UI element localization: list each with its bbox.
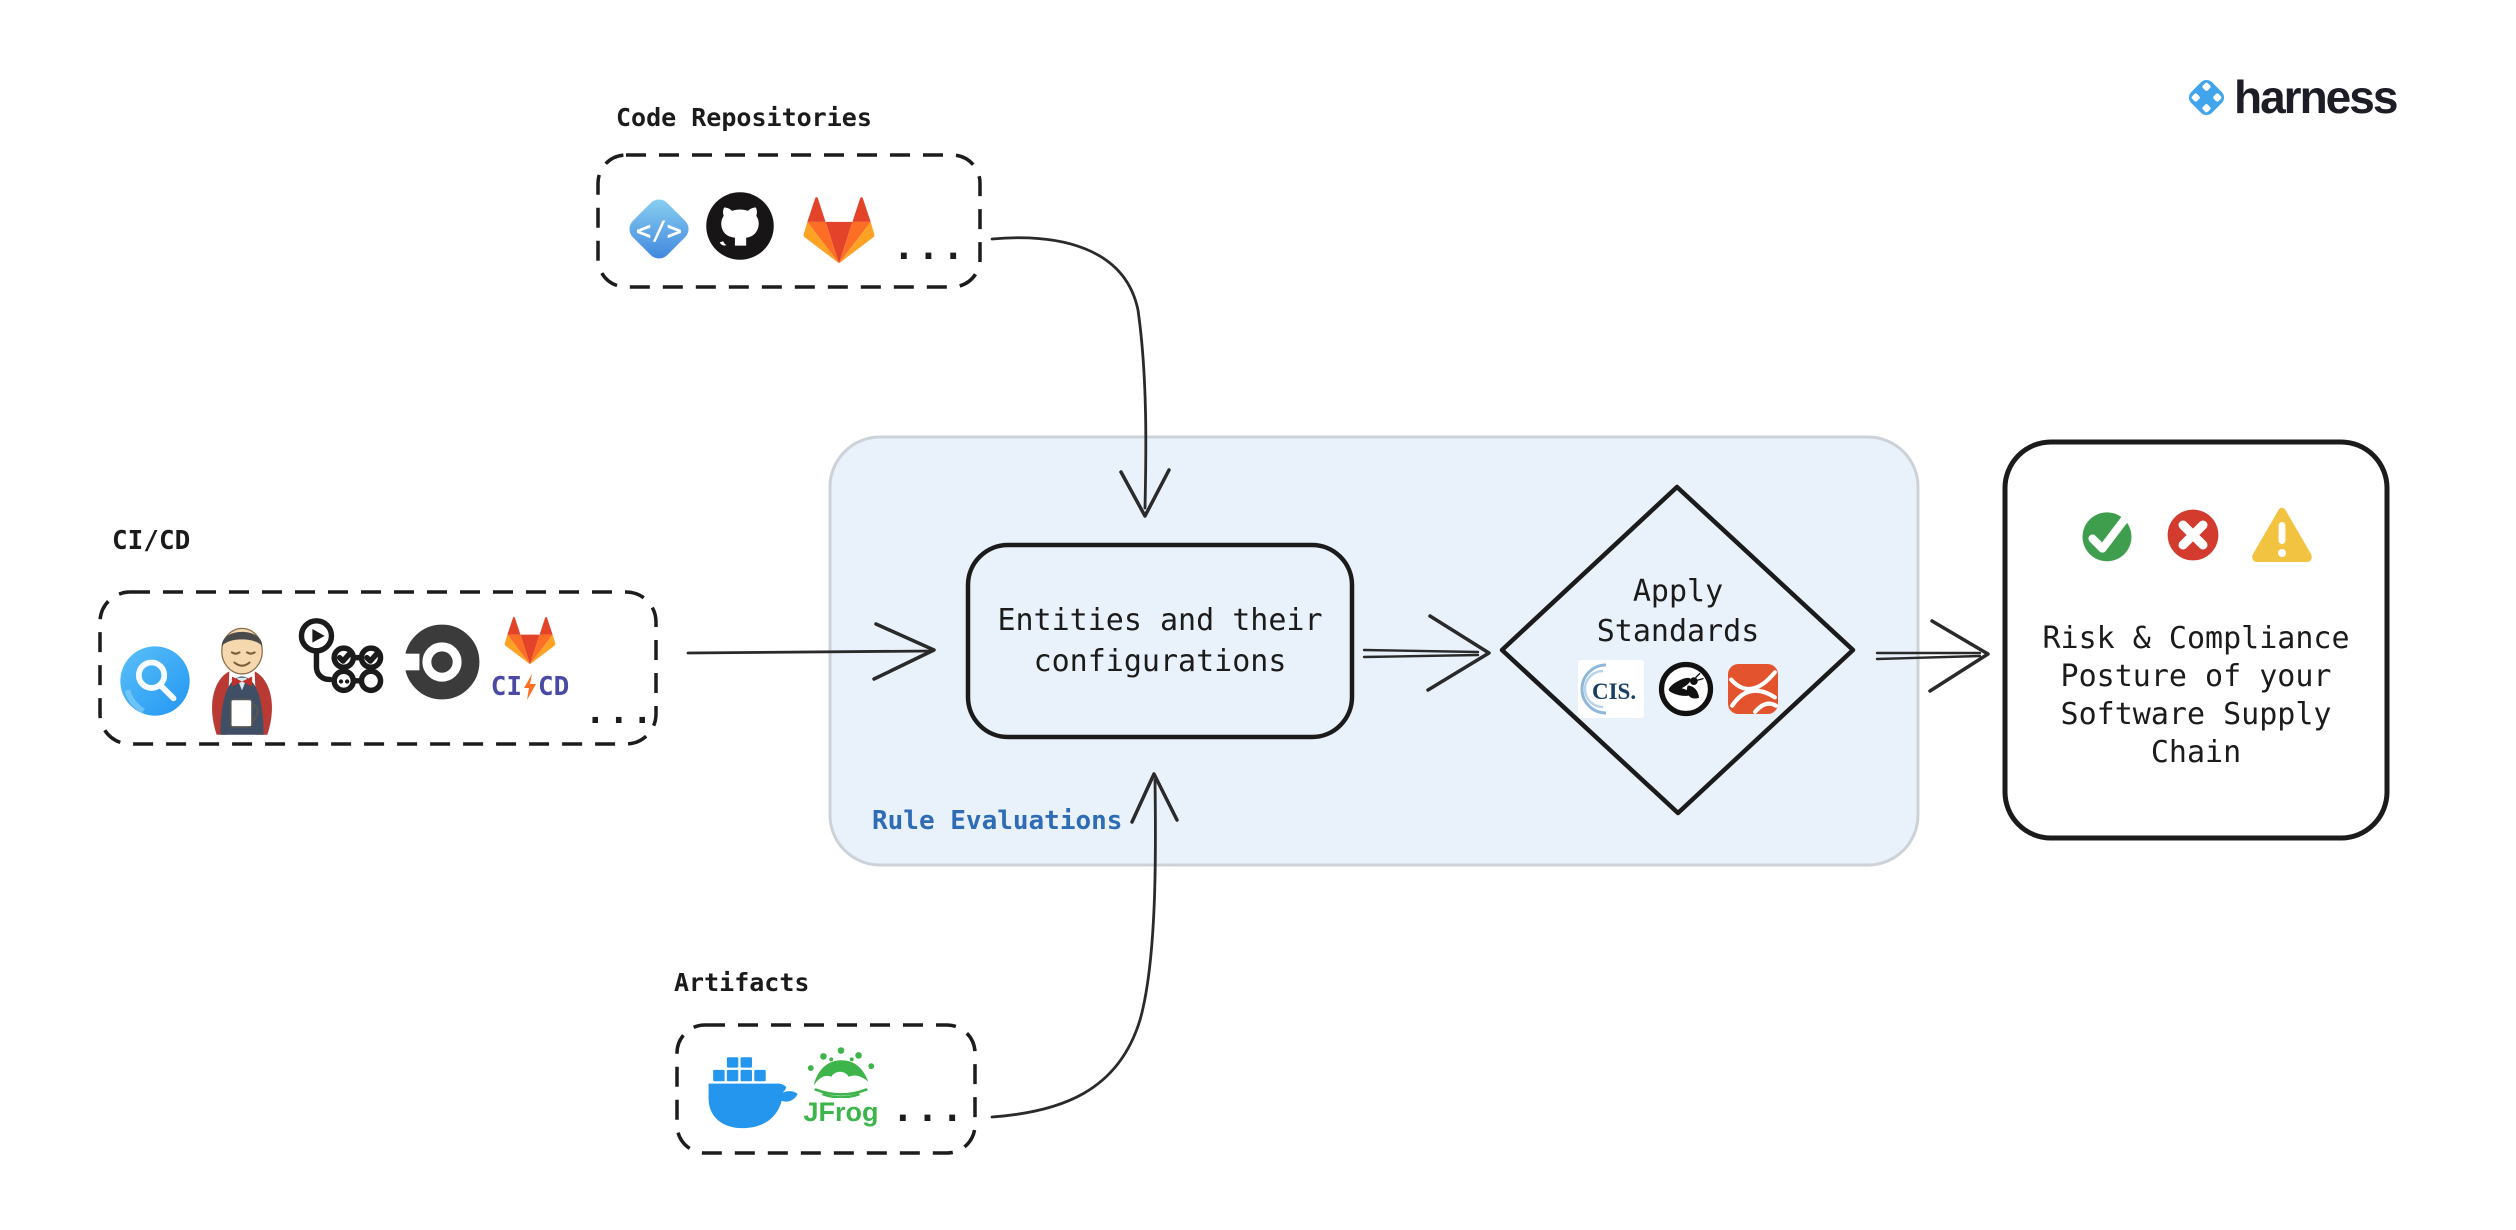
result-line1: Risk & Compliance [2042,621,2350,656]
brand-logo: harness [2183,71,2398,123]
cis-icon: CIS. [1578,660,1644,718]
result-line2: Posture of your [2060,659,2332,694]
harness-icon [2188,79,2225,115]
gitlab-cicd-icon: CI CD [486,612,574,702]
check-circle-icon [2082,512,2132,562]
artifacts-label: Artifacts [674,968,810,997]
entities-box [965,542,1355,740]
pipeline-workflow-icon [296,618,386,700]
harness-code-icon: </> [622,192,696,266]
arrow-entities-to-diamond [1362,614,1491,692]
apply-standards-diamond [1499,484,1856,816]
apply-standards-line2: Standards [1596,614,1760,649]
result-text: Risk & Compliance Posture of your Softwa… [2005,620,2387,772]
cicd-label: CI/CD [112,526,191,556]
svg-text:CIS.: CIS. [1592,679,1636,704]
entities-line2: configurations [1033,644,1287,679]
result-line4: Chain [2150,735,2242,770]
arrow-artifacts-to-entities [990,772,1179,1119]
jfrog-icon: JFrog [800,1046,882,1126]
rule-evaluations-label: Rule Evaluations [872,806,1123,836]
artifacts-ellipsis: ... [892,1089,967,1130]
lightning-bolt-icon [524,674,536,700]
entities-box-text: Entities and their configurations [968,545,1352,737]
owasp-icon [1658,661,1714,717]
circleci-icon [404,624,480,700]
code-repositories-ellipsis: ... [893,227,968,268]
jenkins-icon [204,620,280,738]
entities-line1: Entities and their [997,603,1323,638]
gitlab-cicd-fox-icon [504,617,556,665]
warning-triangle-icon [2252,507,2312,562]
apply-standards-line1: Apply [1632,574,1724,609]
arrow-cicd-to-entities [686,622,936,681]
code-repositories-box [596,153,982,289]
gitlab-cd-text: CD [538,672,570,702]
result-line3: Software Supply [2060,697,2332,732]
gitlab-icon [800,190,878,266]
github-icon [704,190,776,262]
docker-icon [704,1054,800,1136]
gitlab-ci-text: CI [490,672,522,702]
arrow-diamond-to-result [1875,619,1990,693]
cicd-ellipsis: ... [585,692,656,732]
x-circle-icon [2167,509,2219,561]
arrow-repos-to-entities [990,236,1171,518]
standards-icons-row: CIS. [1502,660,1854,718]
svg-text:</>: </> [636,215,682,245]
result-icons-row [2005,506,2387,564]
orange-standard-icon [1728,664,1778,714]
harness-ci-icon [118,644,192,718]
code-repositories-label: Code Repositories [616,103,872,132]
jfrog-frog-icon [807,1047,875,1098]
jfrog-wordmark: JFrog [803,1097,879,1127]
cicd-box [98,590,658,746]
brand-wordmark: harness [2234,71,2398,123]
apply-standards-text: Apply Standards [1502,572,1854,652]
